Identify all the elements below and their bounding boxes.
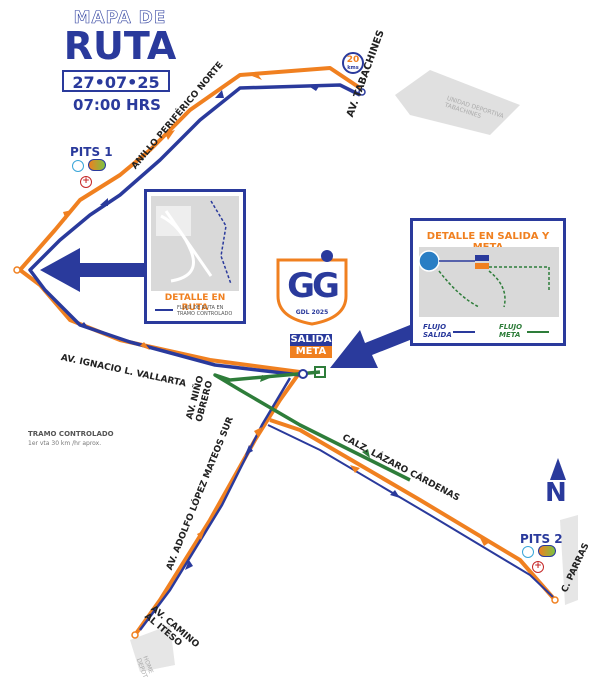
logo-sub: GDL 2025 (295, 309, 329, 316)
bike-service-icon (88, 159, 106, 171)
detail-start-pointer-arrow (330, 325, 415, 368)
blue-route-south-1 (139, 377, 292, 631)
blue-direction-arrows (80, 85, 400, 570)
km-badge: 20 kms (342, 52, 364, 74)
green-route (213, 370, 411, 482)
flujo-salida-line1: FLUJO (423, 323, 447, 331)
medical-icon-2: + (532, 561, 544, 573)
flujo-meta-line1: FLUJO (499, 323, 523, 331)
start-circle (298, 369, 308, 379)
detail-start-box: DETALLE EN SALIDA Y META FLUJO SALIDA FL… (410, 218, 566, 346)
water-icon-2 (522, 546, 534, 558)
event-time: 07:00 HRS (73, 96, 161, 114)
pits2-label: PITS 2 (520, 532, 563, 546)
bike-service-icon-2 (538, 545, 556, 557)
detail-route-box: DETALLE EN RUTA FLUJO DE RUTA EN TRAMO C… (144, 189, 246, 324)
water-icon (72, 160, 84, 172)
home-depot-block (130, 625, 175, 672)
detail-route-legend: FLUJO DE RUTA EN TRAMO CONTROLADO (177, 305, 233, 317)
flujo-meta-arrow (527, 331, 549, 333)
detail-route-legend-arrow (155, 309, 173, 311)
parras-block (560, 515, 578, 605)
km-badge-unit: kms (347, 65, 359, 71)
meta-tag: META (290, 346, 332, 358)
logo-letters: GG (287, 266, 340, 306)
east-turnaround-marker (551, 596, 559, 604)
green-direction-arrows (260, 375, 370, 458)
orange-route-east (269, 418, 557, 602)
event-logo: GG GDL 2025 (272, 246, 352, 326)
south-turnaround-marker (131, 631, 139, 639)
flujo-salida-arrow (453, 331, 475, 333)
north-compass (550, 458, 566, 480)
medical-icon: + (80, 176, 92, 188)
flujo-salida-line2: SALIDA (423, 331, 452, 339)
detail-start-map (418, 247, 559, 317)
flujo-meta-label: FLUJO META (499, 323, 522, 339)
detail-route-title: DETALLE EN RUTA (164, 293, 226, 313)
logo-shield (276, 250, 348, 326)
page-title: RUTA (63, 24, 177, 68)
blue-route-north (28, 83, 361, 377)
detail-route-pointer-arrow (40, 248, 145, 292)
event-date: 27•07•25 (62, 70, 170, 92)
salida-tag: SALIDA (290, 334, 332, 346)
flujo-meta-line2: META (499, 331, 521, 339)
flujo-salida-label: FLUJO SALIDA (423, 323, 452, 339)
compass-letter: N (545, 478, 567, 508)
north-turnaround-marker (358, 88, 366, 96)
start-box (314, 366, 326, 378)
west-turnaround-marker (13, 266, 21, 274)
detail-route-drawing (156, 200, 232, 285)
title-top: MAPA DE (73, 8, 167, 29)
blue-route-east (267, 424, 554, 598)
km-badge-number: 20 (346, 55, 360, 65)
controlled-section-sub: 1er vta 30 km /hr aprox. (28, 440, 102, 447)
detail-start-drawing (418, 250, 550, 308)
detail-route-map (151, 196, 239, 291)
controlled-section-title: TRAMO CONTROLADO (28, 430, 114, 438)
orange-route-south (133, 370, 302, 637)
unidad-deportiva-block (395, 70, 520, 135)
pits1-label: PITS 1 (70, 145, 113, 159)
orange-direction-arrows (63, 72, 490, 546)
